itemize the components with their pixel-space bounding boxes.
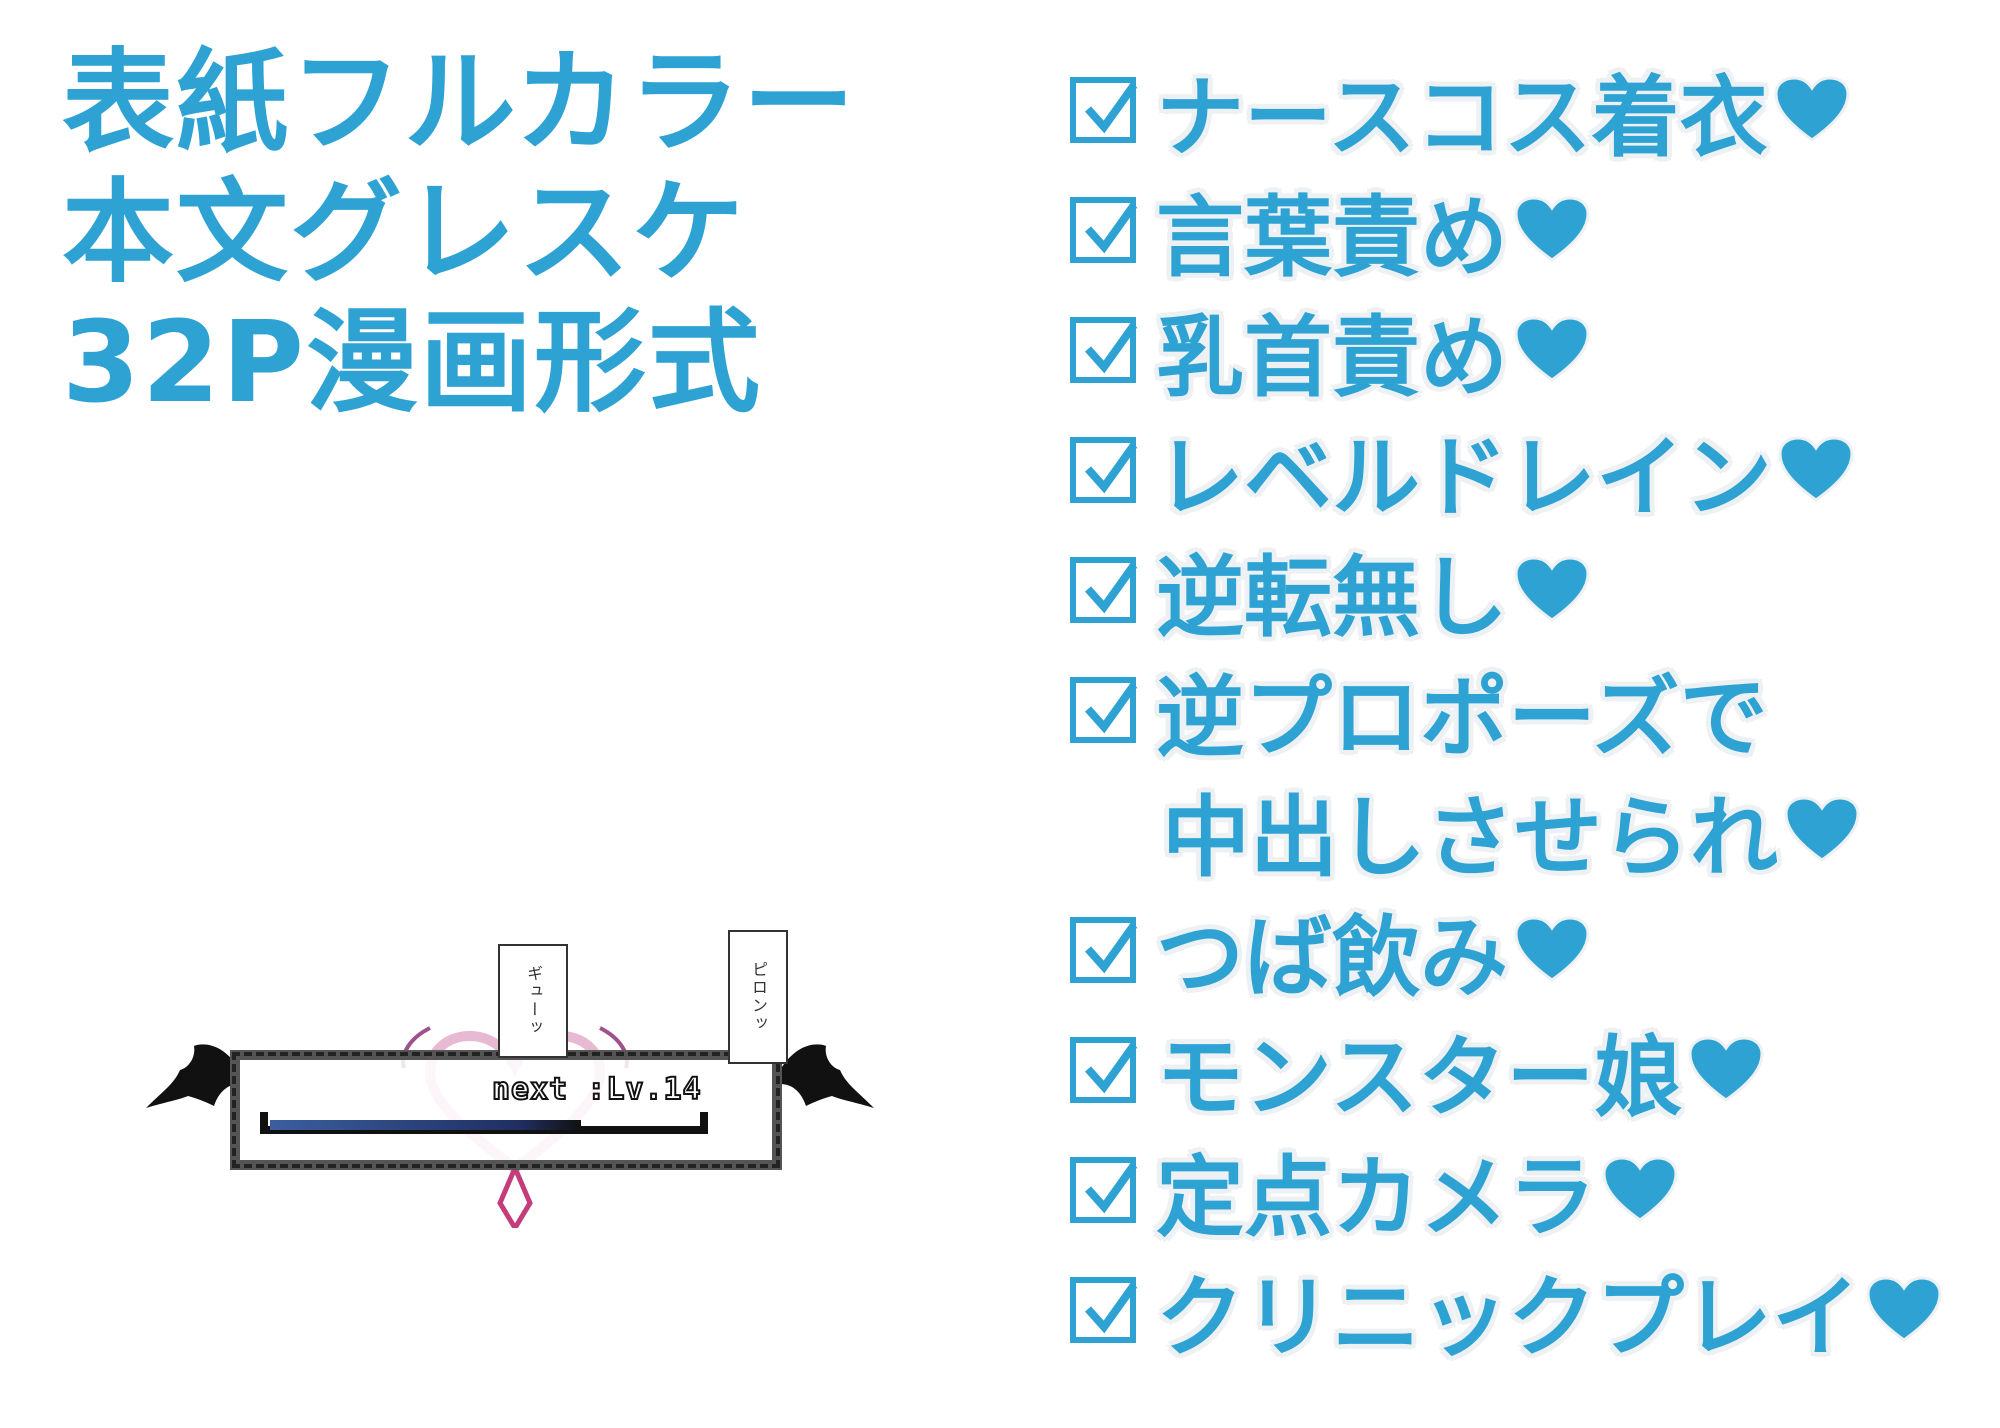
exp-bar-fill (270, 1120, 581, 1130)
checklist-item: 定点カメラ (1070, 1130, 1942, 1250)
checklist-item: クリニックプレイ (1070, 1250, 1942, 1370)
speech-bubble-left: ギューッ (498, 944, 568, 1058)
checklist-label: クリニックプレイ (1156, 1265, 1861, 1369)
checkbox-icon (1070, 677, 1138, 743)
heart-icon (1602, 1156, 1678, 1222)
checklist: ナースコス着衣 言葉責め 乳首責め レベルドレイン 逆転無し 逆プロポーズで 中… (1070, 50, 1942, 1370)
checklist-label: 中出しさせられ (1162, 785, 1779, 889)
checklist-label: モンスター娘 (1156, 1025, 1683, 1129)
checkbox-icon (1070, 917, 1138, 983)
checklist-label: 定点カメラ (1156, 1145, 1597, 1249)
heart-icon (1514, 316, 1590, 382)
checklist-item: 逆転無し (1070, 530, 1942, 650)
checkbox-icon (1070, 1157, 1138, 1223)
spec-block: 表紙フルカラー 本文グレスケ 32P漫画形式 (62, 38, 857, 428)
checkbox-icon (1070, 77, 1138, 143)
checklist-label: 言葉責め (1156, 185, 1509, 289)
checkbox-icon (1070, 197, 1138, 263)
checklist-item: モンスター娘 (1070, 1010, 1942, 1130)
heart-icon (1774, 76, 1850, 142)
checklist-label: つば飲み (1156, 905, 1509, 1009)
heart-icon (1514, 196, 1590, 262)
checklist-item: レベルドレイン (1070, 410, 1942, 530)
right-wing-icon (780, 1044, 874, 1108)
checklist-item: 乳首責め (1070, 290, 1942, 410)
checkbox-icon (1070, 437, 1138, 503)
spec-body: 本文グレスケ (62, 168, 746, 298)
level-text: next :Lv.14 (491, 1071, 702, 1108)
checklist-label: 乳首責め (1156, 305, 1509, 409)
exp-bar-track (260, 1112, 708, 1134)
checklist-item: 言葉責め (1070, 170, 1942, 290)
heart-icon (1778, 436, 1854, 502)
checklist-item: ナースコス着衣 (1070, 50, 1942, 170)
checklist-label: ナースコス着衣 (1156, 65, 1768, 169)
heart-icon (1866, 1276, 1942, 1342)
checklist-label: 逆プロポーズで (1156, 665, 1768, 769)
checklist-item: 逆プロポーズで (1070, 650, 1942, 770)
heart-icon (1514, 556, 1590, 622)
level-hud: next :Lv.14 ギューッ ピロンッ (140, 930, 880, 1230)
checklist-item: つば飲み (1070, 890, 1942, 1010)
spec-cover: 表紙フルカラー (62, 38, 857, 168)
checklist-item-continuation: 中出しさせられ (1070, 770, 1942, 890)
checklist-label: 逆転無し (1156, 545, 1509, 649)
spec-pages: 32P漫画形式 (62, 298, 762, 428)
heart-icon (1688, 1036, 1764, 1102)
level-frame (230, 1050, 782, 1170)
checkbox-icon (1070, 1037, 1138, 1103)
checkbox-icon (1070, 1277, 1138, 1343)
left-wing-icon (146, 1044, 240, 1108)
checklist-label: レベルドレイン (1156, 425, 1773, 529)
speech-bubble-right: ピロンッ (728, 930, 788, 1064)
checkbox-icon (1070, 557, 1138, 623)
heart-icon (1784, 796, 1860, 862)
checkbox-icon (1070, 317, 1138, 383)
heart-icon (1514, 916, 1590, 982)
